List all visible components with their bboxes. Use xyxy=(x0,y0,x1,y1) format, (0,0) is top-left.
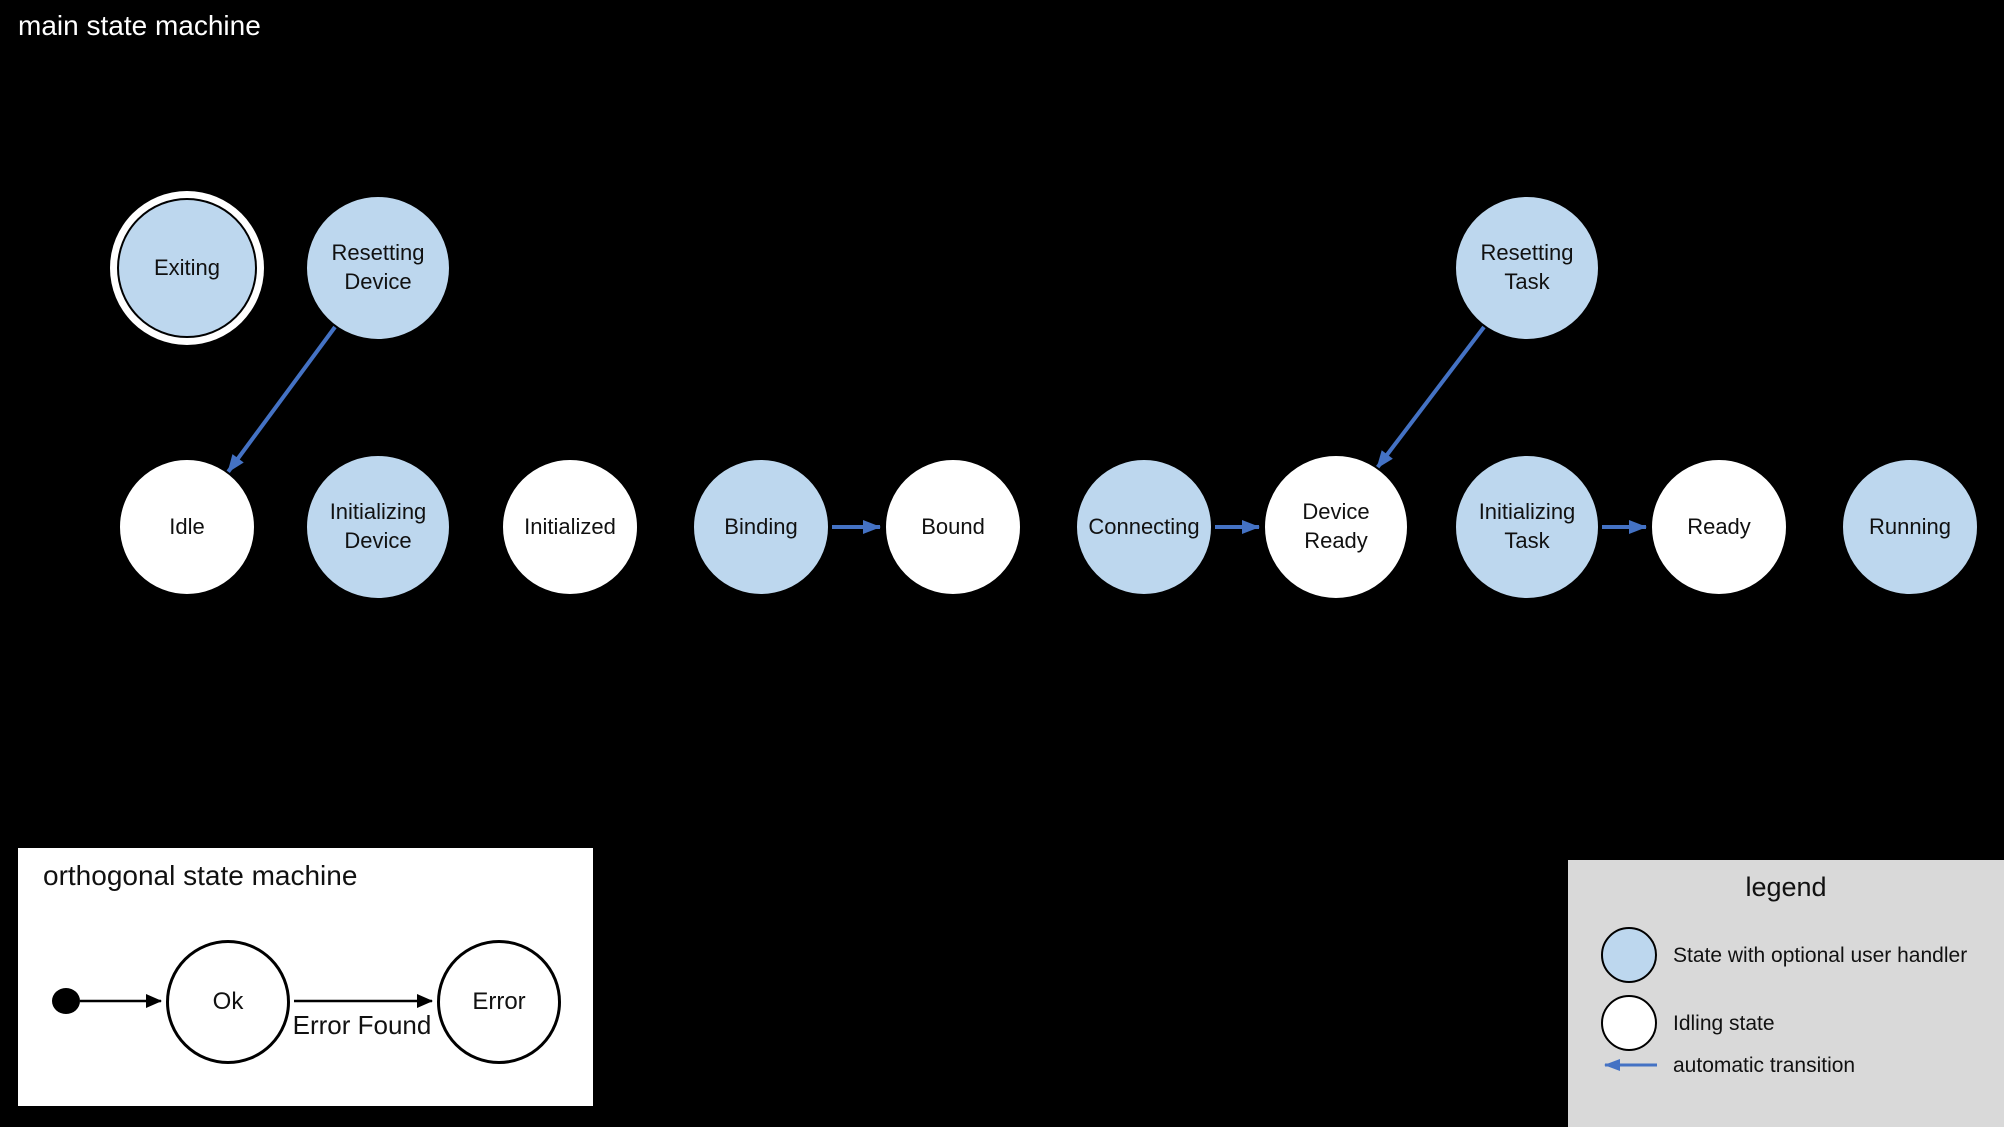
legend-idling-state-label: Idling state xyxy=(1673,1012,1775,1035)
state-initializing-task: Initializing Task xyxy=(1454,454,1600,600)
state-running: Running xyxy=(1841,458,1979,596)
state-initialized: Initialized xyxy=(501,458,639,596)
state-label: Initializing Device xyxy=(329,499,427,553)
state-resetting-task: Resetting Task xyxy=(1454,195,1600,341)
legend-automatic-transition-arrow xyxy=(1604,1059,1657,1071)
state-label: Device Ready xyxy=(1302,499,1370,553)
orthogonal-machine-title: orthogonal state machine xyxy=(43,860,358,891)
state-label: Initialized xyxy=(524,513,616,539)
state-label: Initializing Task xyxy=(1478,499,1576,553)
state-label: Idle xyxy=(169,513,205,539)
legend-automatic-transition-label: automatic transition xyxy=(1673,1054,1856,1077)
state-label: Connecting xyxy=(1088,513,1200,539)
legend-handler-state-swatch xyxy=(1601,927,1657,983)
state-label: Binding xyxy=(724,513,798,539)
state-binding: Binding xyxy=(692,458,830,596)
initial-state-dot xyxy=(52,988,80,1014)
state-error: Error xyxy=(437,940,561,1064)
state-label: Ok xyxy=(212,988,244,1015)
state-device-ready: Device Ready xyxy=(1263,454,1409,600)
legend-idling-state-swatch xyxy=(1601,995,1657,1051)
state-initializing-device: Initializing Device xyxy=(305,454,451,600)
legend-title: legend xyxy=(1745,872,1827,902)
transition-resetting-task-to-device-ready xyxy=(1375,325,1486,470)
state-label: Running xyxy=(1869,513,1951,539)
state-label: Error xyxy=(472,988,526,1015)
state-label: Ready xyxy=(1687,513,1751,539)
state-label: Resetting Task xyxy=(1480,240,1574,294)
state-label: Resetting Device xyxy=(331,240,425,294)
state-connecting: Connecting xyxy=(1075,458,1213,596)
transition-label-error-found: Error Found xyxy=(292,1010,432,1040)
state-label: Exiting xyxy=(153,254,221,280)
state-label: Bound xyxy=(921,513,985,539)
state-exiting: Exiting xyxy=(117,198,257,338)
state-ready: Ready xyxy=(1650,458,1788,596)
transition-resetting-device-to-idle xyxy=(226,325,337,474)
orthogonal-machine-panel: orthogonal state machine Ok Error Error … xyxy=(18,848,593,1106)
main-machine-title: main state machine xyxy=(18,10,261,41)
legend-handler-state-label: State with optional user handler xyxy=(1673,944,1968,967)
state-bound: Bound xyxy=(884,458,1022,596)
state-idle: Idle xyxy=(118,458,256,596)
state-ok: Ok xyxy=(166,940,290,1064)
legend-panel: legend State with optional user handler … xyxy=(1568,860,2004,1127)
state-resetting-device: Resetting Device xyxy=(305,195,451,341)
